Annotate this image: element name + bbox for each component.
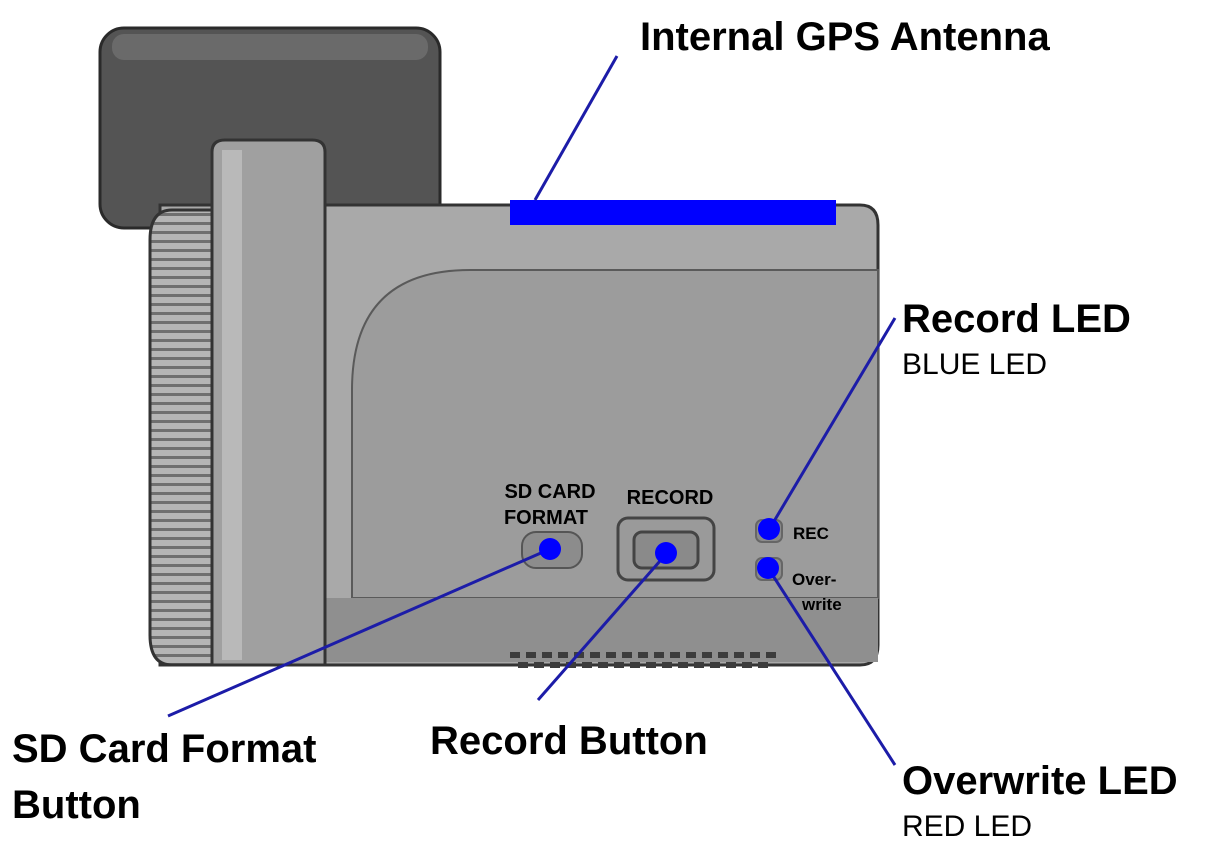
leader-gps bbox=[533, 55, 619, 201]
gps-antenna-marker bbox=[510, 200, 836, 225]
label-over: Over- bbox=[792, 570, 836, 589]
callout-record-led: Record LED bbox=[902, 297, 1131, 341]
dot-overwrite-led bbox=[757, 557, 779, 579]
leader-sd-format bbox=[167, 547, 551, 718]
leader-record-led bbox=[768, 317, 897, 529]
mount-collar bbox=[210, 138, 327, 667]
windscreen-mount bbox=[98, 26, 442, 230]
label-format: FORMAT bbox=[504, 507, 588, 529]
leader-overwrite-led bbox=[766, 567, 897, 766]
dot-record-button bbox=[655, 542, 677, 564]
leader-lines bbox=[167, 55, 897, 766]
dot-rec-led bbox=[758, 518, 780, 540]
callout-overwrite-led-color: RED LED bbox=[902, 810, 1033, 843]
lens-ring bbox=[148, 208, 217, 667]
dot-sd-format bbox=[539, 538, 561, 560]
callout-sd-format-line1: SD Card Format bbox=[12, 727, 317, 771]
callout-record-button: Record Button bbox=[430, 719, 708, 763]
label-rec: REC bbox=[793, 524, 829, 543]
label-sd-card: SD CARD bbox=[504, 481, 595, 503]
label-record: RECORD bbox=[627, 487, 714, 509]
leader-record-button bbox=[536, 552, 669, 701]
callout-gps-antenna: Internal GPS Antenna bbox=[640, 15, 1050, 59]
callout-overwrite-led: Overwrite LED bbox=[902, 759, 1178, 803]
vent-holes bbox=[510, 652, 776, 668]
label-write: write bbox=[801, 595, 842, 614]
callout-sd-format-line2: Button bbox=[12, 783, 141, 827]
callout-record-led-color: BLUE LED bbox=[902, 348, 1048, 381]
